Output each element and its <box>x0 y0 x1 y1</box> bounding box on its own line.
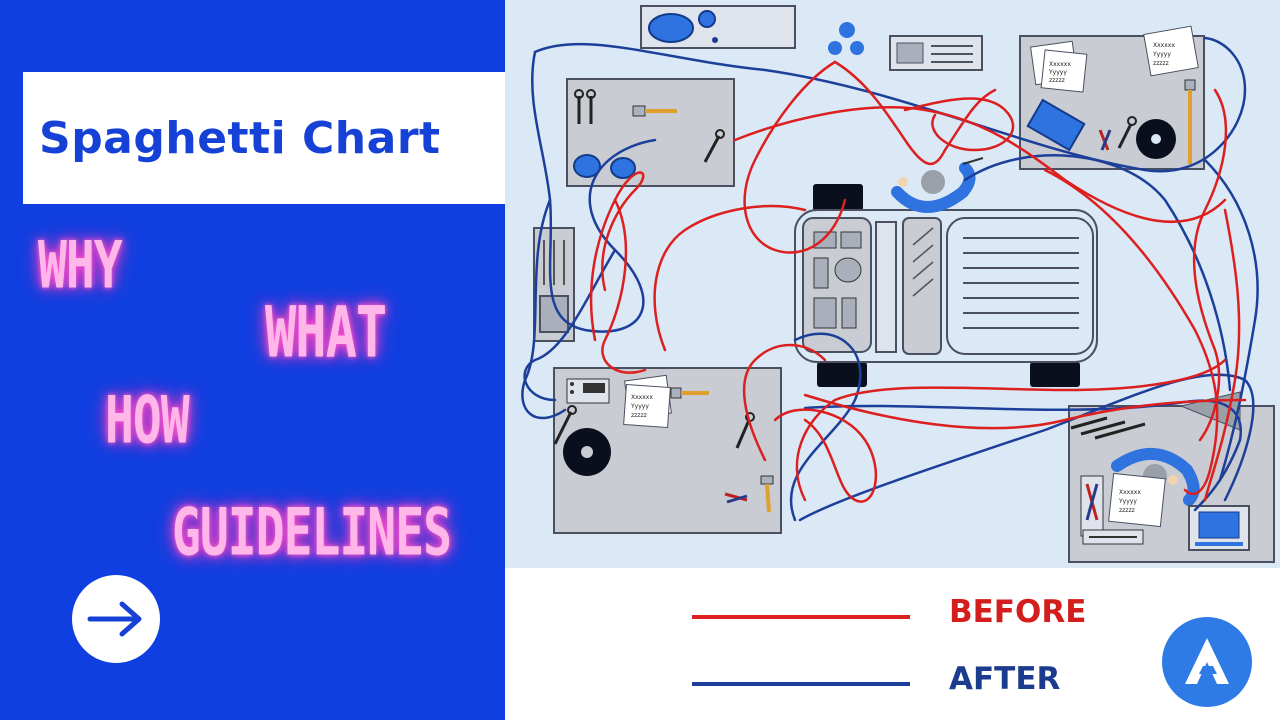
central-machine <box>794 184 1098 387</box>
workbench-top-right: Xxxxxx Yyyyy zzzzz Xxxxxx Yyyyy zzzzz <box>1019 25 1205 170</box>
title-box: Spaghetti Chart <box>23 72 505 204</box>
topic-why: WHY <box>38 228 123 304</box>
panel-station <box>889 35 983 71</box>
spaghetti-diagram: Xxxxxx Yyyyy zzzzz Xxxxxx Yyyyy zzzzz <box>505 0 1280 568</box>
doc-text: zzzzz <box>631 412 647 419</box>
doc-text: Xxxxxx <box>1153 42 1175 49</box>
top-station <box>640 5 796 49</box>
before-paths <box>589 60 1247 503</box>
circle-dots <box>828 22 864 55</box>
legend-label-after: AFTER <box>949 661 1061 697</box>
doc-text: Yyyyy <box>1048 69 1067 76</box>
legend-line-after <box>692 682 910 686</box>
legend: BEFORE AFTER <box>505 568 1280 720</box>
doc-text: zzzzz <box>1119 507 1135 514</box>
operator-center <box>891 157 984 213</box>
doc-text: Xxxxxx <box>1049 61 1071 68</box>
logo-icon <box>1185 638 1229 684</box>
doc-text: zzzzz <box>1049 77 1065 84</box>
left-panel: Spaghetti Chart WHY WHAT HOW GUIDELINES <box>0 0 505 720</box>
workbench-bottom-left: Xxxxxx Yyyyy zzzzz <box>553 367 782 534</box>
page-title: Spaghetti Chart <box>39 112 441 164</box>
workbench-top-left <box>566 78 735 187</box>
doc-text: zzzzz <box>1153 60 1169 67</box>
workbench-bottom-right: Xxxxxx Yyyyy zzzzz <box>1068 391 1275 563</box>
arrow-right-icon <box>87 601 142 637</box>
legend-label-before: BEFORE <box>949 594 1087 630</box>
next-button[interactable] <box>72 575 160 663</box>
topic-guidelines: GUIDELINES <box>172 495 452 571</box>
topic-what: WHAT <box>265 293 387 374</box>
doc-text: Yyyyy <box>1152 51 1171 58</box>
doc-text: Yyyyy <box>630 403 649 410</box>
doc-text: Xxxxxx <box>631 394 653 401</box>
logo <box>1162 617 1252 707</box>
topic-how: HOW <box>105 383 190 459</box>
doc-text: Xxxxxx <box>1119 489 1141 496</box>
doc-text: Yyyyy <box>1118 498 1137 505</box>
workshop-layout: Xxxxxx Yyyyy zzzzz Xxxxxx Yyyyy zzzzz <box>521 5 1275 563</box>
legend-line-before <box>692 615 910 619</box>
